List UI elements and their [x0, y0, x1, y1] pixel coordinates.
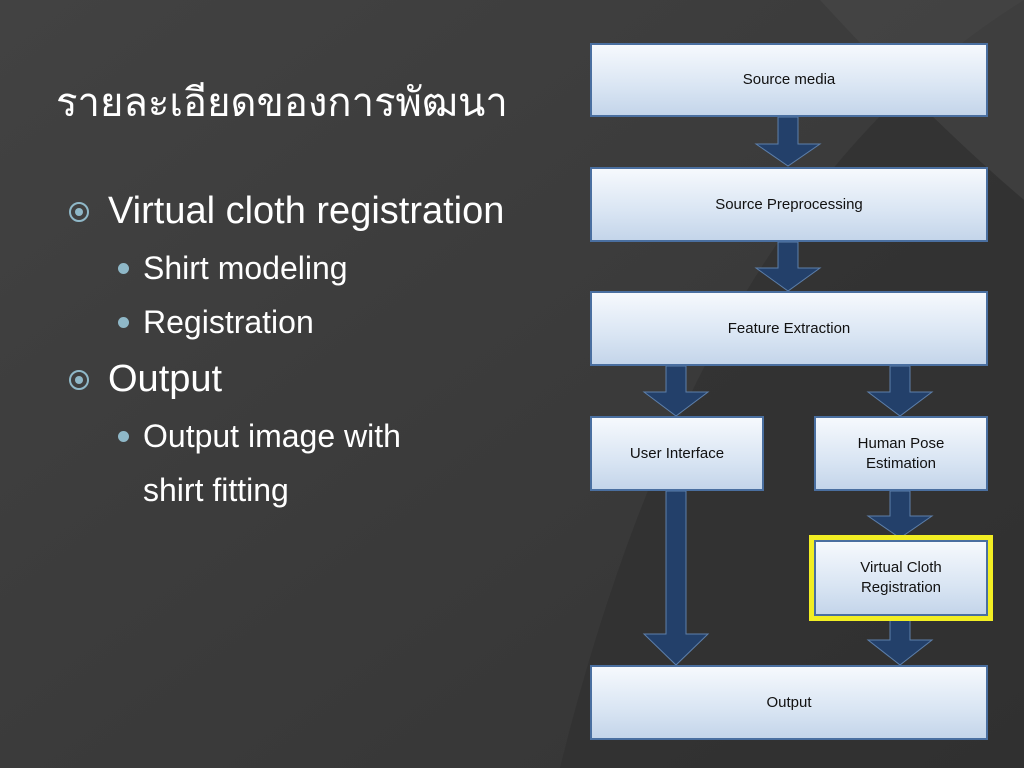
circle-bullet-icon: [69, 201, 89, 222]
arrow-ui-to-output: [642, 490, 710, 666]
bullet-text: Virtual cloth registration: [108, 190, 505, 232]
dot-bullet-icon: [118, 431, 129, 442]
arrow-cloth-to-output: [866, 615, 934, 666]
bullet-virtual-cloth: Virtual cloth registration: [68, 190, 504, 233]
bullet-text: Output: [108, 358, 223, 400]
sub-bullet-continuation: shirt fitting: [143, 472, 289, 508]
arrow-media-to-preprocessing: [754, 116, 822, 167]
dot-bullet-icon: [118, 317, 129, 328]
node-virtual-cloth-registration: Virtual Cloth Registration: [809, 535, 993, 621]
bullet-output: Output: [68, 358, 222, 401]
sub-bullet-text: Shirt modeling: [143, 250, 348, 286]
node-user-interface: User Interface: [590, 416, 764, 491]
node-feature-extraction: Feature Extraction: [590, 291, 988, 366]
arrow-feature-to-pose: [866, 365, 934, 417]
node-source-media: Source media: [590, 43, 988, 117]
dot-bullet-icon: [118, 263, 129, 274]
arrow-pose-to-cloth: [866, 490, 934, 539]
node-output: Output: [590, 665, 988, 740]
sub-bullet-shirt-modeling: Shirt modeling: [118, 250, 348, 287]
sub-bullet-text: Output image with: [143, 418, 401, 454]
node-source-preprocessing: Source Preprocessing: [590, 167, 988, 242]
node-human-pose-estimation: Human Pose Estimation: [814, 416, 988, 491]
arrow-feature-to-ui: [642, 365, 710, 417]
sub-bullet-text: Registration: [143, 304, 314, 340]
circle-bullet-icon: [69, 369, 89, 390]
arrow-preprocessing-to-feature: [754, 241, 822, 292]
slide-title: รายละเอียดของการพัฒนา: [56, 80, 508, 126]
sub-bullet-registration: Registration: [118, 304, 314, 341]
sub-bullet-output-image: Output image with: [118, 418, 401, 455]
